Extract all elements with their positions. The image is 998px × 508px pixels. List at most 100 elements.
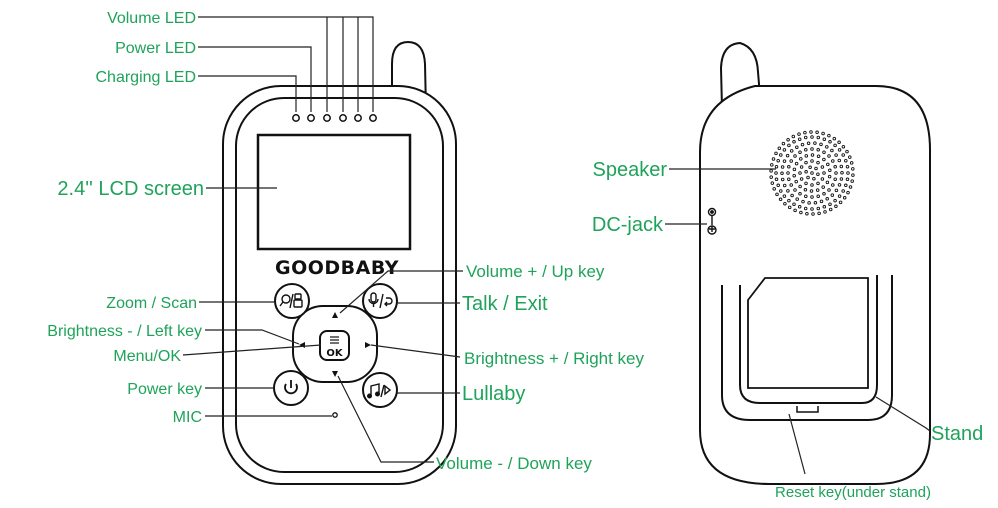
speaker-dot: [782, 148, 787, 152]
speaker-dot: [821, 131, 825, 136]
speaker-dot: [776, 158, 780, 163]
speaker-dot: [819, 142, 823, 147]
speaker-dot: [828, 168, 832, 173]
speaker-dot: [837, 194, 842, 198]
speaker-dot: [803, 130, 807, 135]
speaker-dot: [799, 165, 804, 169]
speaker-dot: [851, 173, 855, 177]
speaker-dot: [830, 193, 835, 197]
speaker-dot: [787, 205, 792, 210]
speaker-dot: [804, 154, 809, 158]
speaker-dot: [795, 145, 799, 149]
speaker-dot: [816, 160, 820, 165]
speaker-dot: [810, 135, 814, 139]
speaker-dot: [833, 165, 837, 169]
speaker-dot: [786, 137, 790, 142]
speaker-dot: [803, 135, 808, 140]
speaker-dot: [839, 177, 844, 181]
speaker-dot: [810, 207, 814, 211]
label-mic: MIC: [173, 409, 202, 426]
speaker-dot: [780, 165, 785, 169]
speaker-dot: [810, 159, 814, 163]
speaker-dot: [774, 171, 778, 175]
label-volume-down: Volume - / Down key: [436, 454, 592, 473]
label-dc-jack: DC-jack: [592, 214, 664, 236]
dc-jack-icon: [707, 207, 717, 235]
speaker-dot: [778, 197, 783, 202]
speaker-dot: [805, 211, 809, 216]
speaker-dot: [786, 189, 790, 193]
back-body-outer: [699, 85, 931, 485]
speaker-dot: [771, 157, 776, 161]
speaker-dot: [780, 171, 784, 176]
speaker-dot: [781, 141, 786, 146]
speaker-dot: [838, 200, 843, 205]
labels: Volume LED Power LED Charging LED 2.4'' …: [47, 10, 983, 501]
speaker-dot: [772, 187, 776, 191]
speaker-dot: [799, 157, 803, 161]
speaker-dot: [785, 153, 790, 158]
speaker-dot: [792, 173, 796, 178]
speaker-dot: [828, 140, 832, 144]
speaker-dot: [787, 177, 791, 181]
speaker-dot: [782, 159, 787, 163]
speaker-dot: [833, 198, 837, 203]
speaker-dot: [797, 205, 802, 209]
speaker-dot: [815, 188, 820, 192]
speaker-dot: [803, 188, 808, 192]
label-volume-up: Volume + / Up key: [466, 262, 605, 281]
speaker-dot: [804, 181, 808, 186]
label-zoom-scan: Zoom / Scan: [106, 295, 197, 312]
label-menu-ok: Menu/OK: [113, 348, 181, 365]
speaker-dot: [825, 197, 829, 201]
speaker-dot: [803, 206, 808, 211]
speaker-dot: [792, 167, 797, 172]
label-speaker: Speaker: [593, 159, 668, 181]
speaker-dot: [794, 161, 799, 166]
stand-outer: [721, 275, 893, 421]
speaker-dot: [851, 167, 855, 171]
speaker-dot: [801, 199, 805, 204]
speaker-dot: [804, 148, 808, 152]
mic-hole: [332, 412, 338, 418]
back-view: [699, 41, 931, 485]
speaker-dot: [840, 170, 844, 175]
power-icon: [284, 380, 298, 395]
led-charging: [292, 114, 300, 122]
speaker-dot: [825, 180, 830, 185]
led-volume-4: [369, 114, 377, 122]
led-volume-2: [339, 114, 347, 122]
speaker-dot: [831, 183, 835, 187]
ok-label: OK: [326, 348, 344, 359]
speaker-dot: [827, 154, 831, 158]
arrow-right-icon: [365, 342, 371, 348]
speaker-dot: [848, 185, 853, 189]
led-power: [307, 114, 315, 122]
label-brightness-left: Brightness - / Left key: [47, 323, 202, 340]
menu-icon: [330, 336, 339, 344]
reset-notch: [796, 406, 819, 413]
speaker-dot: [791, 134, 796, 139]
speaker-dot: [769, 175, 773, 179]
magnifier-camera-icon: [279, 293, 303, 309]
speaker-dot: [793, 154, 797, 158]
speaker-dot: [816, 172, 820, 176]
speaker-dot: [842, 196, 847, 200]
speaker-dot: [820, 177, 825, 181]
speaker-dot: [832, 136, 837, 141]
speaker-dot: [797, 137, 802, 141]
speaker-dot: [822, 137, 827, 141]
speaker-dot: [830, 148, 834, 153]
speaker-dot: [800, 142, 805, 147]
speaker-dot: [816, 194, 820, 198]
speaker-dot: [850, 179, 854, 183]
speaker-dot: [841, 153, 845, 157]
speaker-dot: [782, 194, 787, 198]
speaker-dot: [814, 166, 818, 171]
speaker-dot: [834, 171, 838, 175]
speaker-dot: [809, 189, 814, 193]
speaker-dot: [833, 177, 837, 181]
speaker-dot: [845, 177, 850, 182]
label-talk-exit: Talk / Exit: [462, 293, 548, 315]
